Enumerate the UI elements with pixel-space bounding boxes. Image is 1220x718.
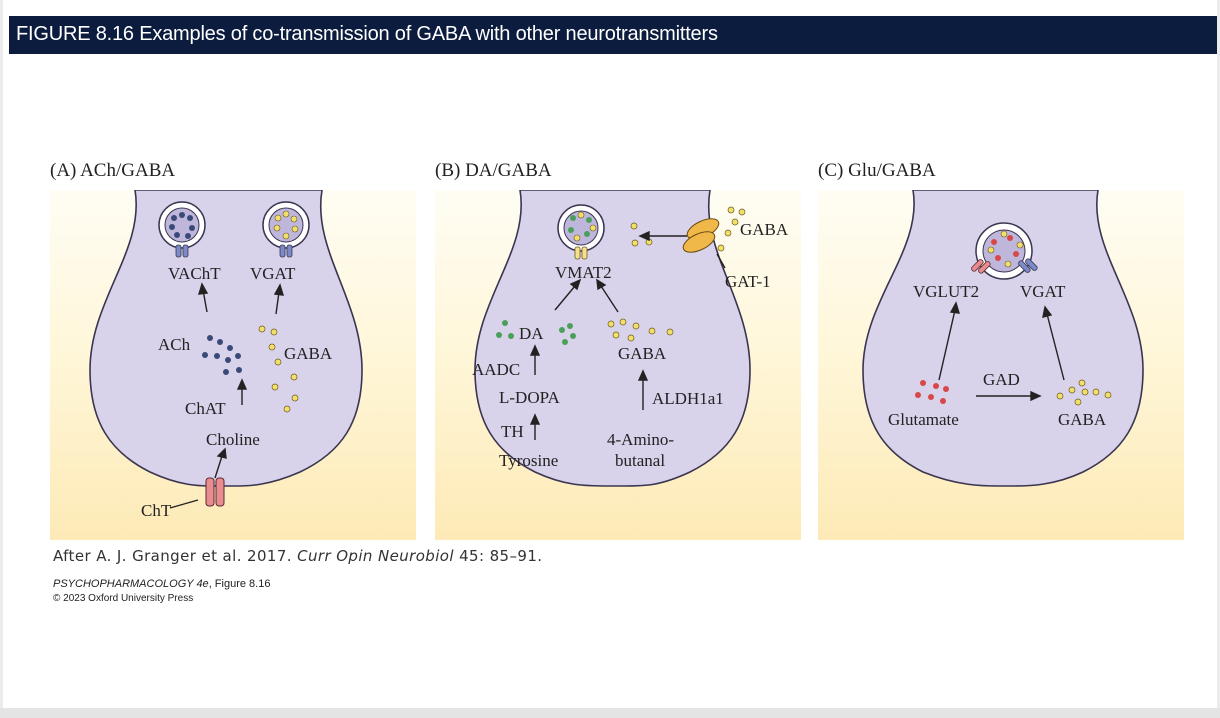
axon-terminal-a [89, 190, 363, 487]
vgat-label-a: VGAT [250, 264, 296, 283]
glutamate-molecules [915, 380, 949, 404]
citation-suffix: 45: 85–91. [453, 547, 543, 565]
choline-label: Choline [206, 430, 260, 449]
vacht-label: VAChT [168, 264, 221, 283]
panel-c-diagram [862, 190, 1144, 487]
gaba-label-b: GABA [618, 344, 667, 363]
tyrosine-label: Tyrosine [499, 451, 559, 470]
gad-label: GAD [983, 370, 1020, 389]
da-gaba-vesicle [557, 204, 605, 252]
vgat-label-c: VGAT [1020, 282, 1066, 301]
gaba-molecules-ext [630, 206, 746, 252]
vgat-transporter-icon-c [1018, 258, 1038, 273]
axon-terminal-b [474, 190, 751, 487]
panel-b-diagram [474, 190, 751, 487]
da-label: DA [519, 324, 544, 343]
gaba-label-a: GABA [284, 344, 333, 363]
citation-prefix: After A. J. Granger et al. 2017. [53, 547, 298, 565]
slide: FIGURE 8.16 Examples of co-transmission … [3, 0, 1217, 708]
cht-label: ChT [141, 501, 172, 520]
gaba-ext-label: GABA [740, 220, 789, 239]
vglut2-label: VGLUT2 [913, 282, 980, 301]
vglut2-transporter-icon [971, 259, 991, 274]
ach-label: ACh [158, 335, 191, 354]
panel-a-heading: (A) ACh/GABA [50, 160, 176, 181]
citation: After A. J. Granger et al. 2017. Curr Op… [53, 547, 542, 565]
book-figure: , Figure 8.16 [208, 578, 271, 590]
vgat-transporter-icon [279, 244, 293, 258]
ach-vesicle [158, 201, 206, 249]
th-label: TH [501, 422, 524, 441]
axon-terminal-c [862, 190, 1144, 487]
gaba-molecules-b [607, 318, 674, 342]
gat1-transporter-icon [682, 218, 720, 253]
panel-a-diagram [89, 190, 363, 509]
panel-c-arrows [938, 301, 1065, 402]
figure-title-bar: FIGURE 8.16 Examples of co-transmission … [9, 16, 1217, 54]
cht-transporter-icon [205, 477, 225, 507]
gaba-label-c: GABA [1058, 410, 1107, 429]
ach-molecules [202, 335, 242, 375]
book-credit: PSYCHOPHARMACOLOGY 4e, Figure 8.16 [53, 578, 270, 590]
panel-a: VAChT VGAT ACh GABA ChAT Choline ChT [50, 190, 416, 540]
glutamate-label: Glutamate [888, 410, 959, 429]
citation-journal: Curr Opin Neurobiol [297, 547, 454, 565]
aldh1a1-label: ALDH1a1 [652, 389, 724, 408]
panel-b: GABA VMAT2 GAT-1 DA GABA AADC L-DOPA ALD… [435, 190, 801, 540]
panel-a-arrows [169, 282, 284, 509]
panel-b-heading: (B) DA/GABA [435, 160, 552, 181]
panel-b-arrows [529, 230, 726, 440]
bottom-strip [0, 708, 1220, 718]
vacht-transporter-icon [175, 244, 189, 258]
aminobutanal-label-2: butanal [615, 451, 666, 470]
gaba-molecules-c [1056, 379, 1112, 406]
da-molecules [496, 320, 576, 345]
aminobutanal-label-1: 4-Amino- [607, 430, 675, 449]
chat-label: ChAT [185, 399, 226, 418]
gat1-label: GAT-1 [725, 272, 771, 291]
panel-c: VGLUT2 VGAT GAD Glutamate GABA [818, 190, 1184, 540]
gaba-molecules-a [258, 325, 299, 413]
book-title: PSYCHOPHARMACOLOGY 4e [53, 578, 209, 590]
figure-title: FIGURE 8.16 Examples of co-transmission … [16, 23, 718, 45]
vmat2-transporter-icon [574, 246, 588, 260]
vmat2-label: VMAT2 [555, 263, 612, 282]
ldopa-label: L-DOPA [499, 388, 560, 407]
copyright: © 2023 Oxford University Press [53, 593, 194, 604]
aadc-label: AADC [472, 360, 521, 379]
panel-c-heading: (C) Glu/GABA [818, 160, 936, 181]
gaba-vesicle-a [262, 201, 310, 249]
